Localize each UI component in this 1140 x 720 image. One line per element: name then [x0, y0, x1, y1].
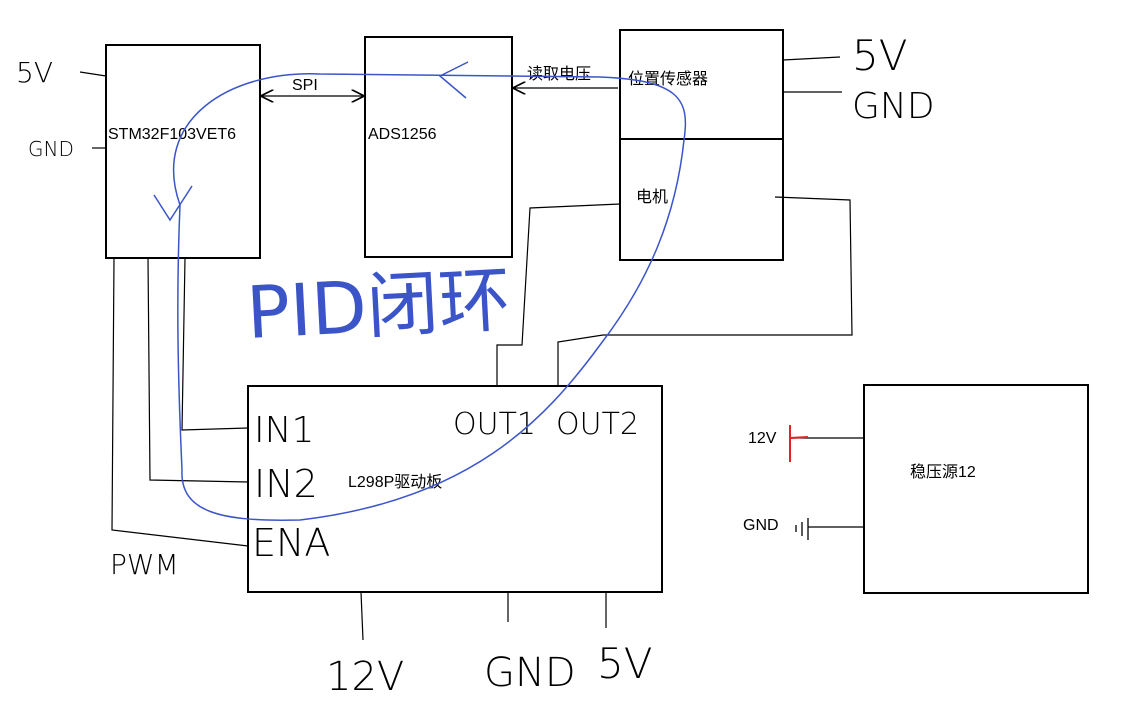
mcu-label: STM32F103VET6 — [108, 126, 236, 143]
sensor-motor-block — [619, 29, 784, 261]
wire-in1 — [181, 257, 249, 431]
psu-12v-label: 12V — [748, 430, 777, 447]
wire-out1 — [496, 203, 621, 386]
psu-block — [863, 384, 1089, 594]
driver-pin-in2: IN2 — [254, 462, 318, 506]
driver-pin-out2: OUT2 — [556, 407, 639, 442]
pwm-label: PWM — [110, 548, 179, 581]
mcu-vcc-label: 5V — [16, 56, 53, 89]
mcu-block — [105, 44, 261, 259]
spi-label: SPI — [292, 77, 318, 94]
wire-out2 — [557, 196, 853, 386]
pwm-wire-ena — [111, 257, 249, 547]
mcu-gnd-label: GND — [28, 137, 74, 161]
sensor-gnd-label: GND — [852, 86, 935, 127]
wire-in2 — [147, 257, 249, 483]
driver-12v-label: 12V — [326, 654, 404, 700]
motor-label: 电机 — [636, 188, 668, 206]
pid-loop-arrow-top — [438, 61, 469, 99]
read-voltage-label: 读取电压 — [527, 65, 591, 83]
driver-pin-in1: IN1 — [254, 410, 314, 451]
pid-loop-path — [173, 73, 687, 521]
adc-label: ADS1256 — [368, 126, 437, 143]
adc-block — [364, 36, 513, 258]
mcu-vcc-wire — [79, 71, 107, 77]
driver-12v-wire — [360, 591, 364, 641]
pid-loop-arrow-left — [153, 185, 193, 222]
driver-block — [247, 385, 663, 593]
pid-loop-label: PID闭环 — [244, 257, 512, 355]
driver-pin-ena: ENA — [252, 521, 330, 565]
psu-label: 稳压源12 — [910, 463, 976, 481]
sensor-vcc-label: 5V — [852, 31, 907, 80]
psu-gnd-label: GND — [743, 517, 779, 534]
sensor-label: 位置传感器 — [628, 70, 708, 88]
psu-12v-terminal-tick — [789, 436, 809, 439]
driver-5v-label: 5V — [597, 639, 652, 688]
driver-pin-out1: OUT1 — [453, 407, 536, 442]
driver-label: L298P驱动板 — [348, 473, 442, 491]
sensor-vcc-wire — [782, 56, 841, 61]
driver-gnd-label: GND — [484, 650, 576, 696]
